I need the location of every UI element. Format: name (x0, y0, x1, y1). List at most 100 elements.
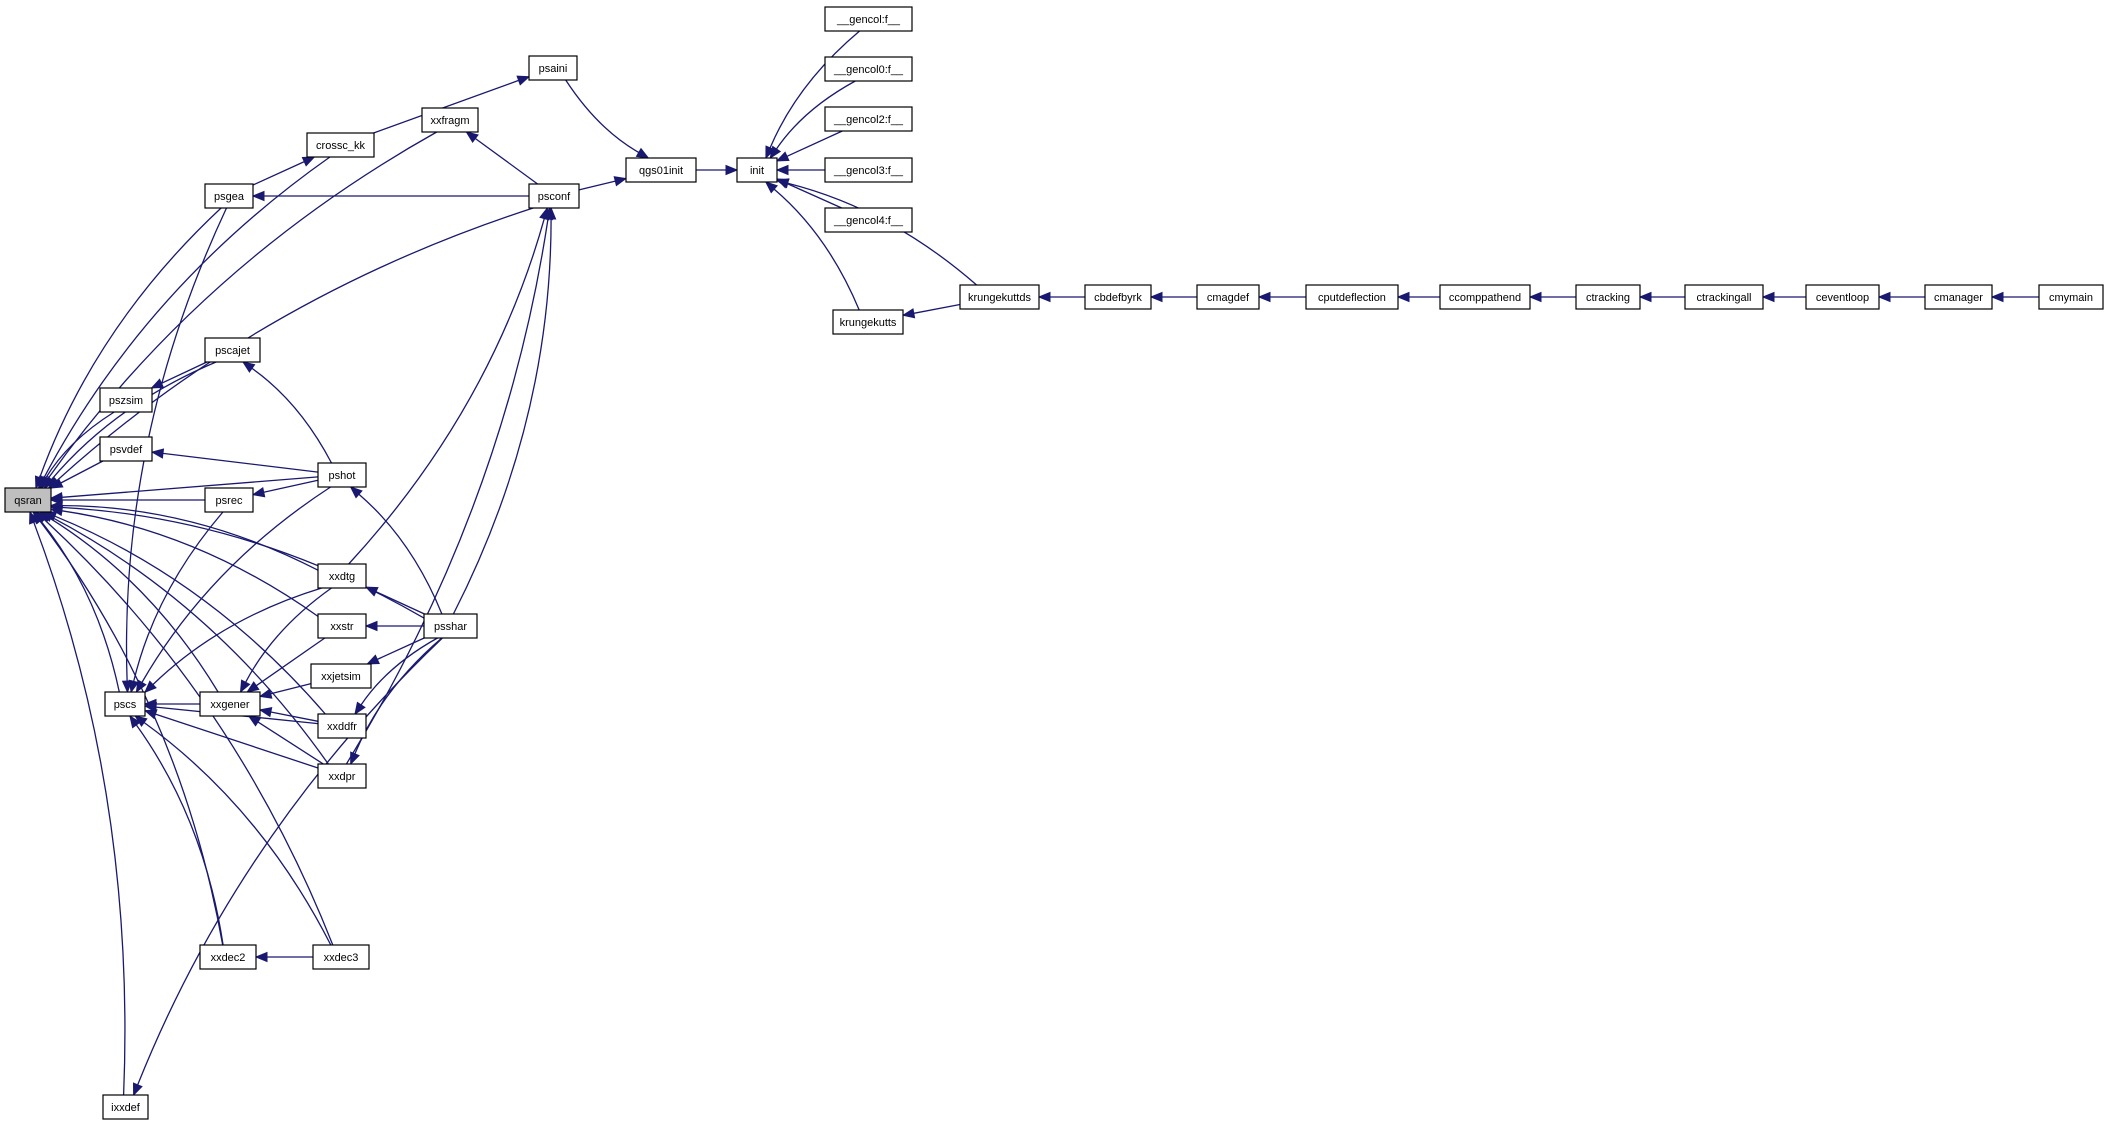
edge-gencol2-to-init (775, 130, 843, 162)
node-cmanager[interactable]: cmanager (1924, 284, 1993, 310)
node-box (1305, 284, 1399, 310)
node-psaini[interactable]: psaini (528, 55, 578, 81)
node-xxgener[interactable]: xxgener (199, 691, 261, 717)
node-xxdtg[interactable]: xxdtg (317, 563, 367, 589)
node-pshot[interactable]: pshot (317, 462, 367, 488)
edge-line (161, 361, 208, 384)
node-xxdec3[interactable]: xxdec3 (312, 944, 370, 970)
edge-line (60, 460, 104, 484)
edge-ixxdef-to-qsran (29, 510, 126, 1096)
arrowhead (258, 688, 273, 699)
node-psrec[interactable]: psrec (204, 487, 254, 513)
node-ctrackingall[interactable]: ctrackingall (1684, 284, 1764, 310)
edge-pshot-to-qsran (49, 476, 319, 503)
node-psvdef[interactable]: psvdef (99, 436, 153, 462)
edge-psshar-to-xxjetsim (366, 637, 425, 665)
edge-krungekuttds-to-krungekutts (901, 303, 961, 319)
node-box (317, 613, 367, 639)
node-psgea[interactable]: psgea (204, 183, 254, 209)
node-psconf[interactable]: psconf (528, 183, 580, 209)
edge-crossc_kk-to-psaini (373, 75, 531, 134)
edge-line (43, 156, 331, 479)
node-gencol[interactable]: __gencol:f__ (824, 6, 913, 32)
node-xxfragm[interactable]: xxfragm (421, 107, 479, 133)
node-box (824, 56, 913, 82)
edge-line (51, 361, 217, 481)
node-cmagdef[interactable]: cmagdef (1196, 284, 1260, 310)
node-ccomppathend[interactable]: ccomppathend (1439, 284, 1531, 310)
node-box (317, 462, 367, 488)
node-crossc_kk[interactable]: crossc_kk (306, 132, 375, 158)
node-gencol4[interactable]: __gencol4:f__ (824, 207, 913, 233)
node-label: pscs (114, 699, 137, 711)
edge-xxdec3-to-pscs (134, 715, 332, 946)
edge-pshot-to-psrec (251, 479, 319, 498)
edge-xxjetsim-to-xxgener (258, 682, 312, 699)
node-xxjetsim[interactable]: xxjetsim (310, 663, 372, 689)
node-xxdpr[interactable]: xxdpr (317, 763, 367, 789)
arrowhead (129, 714, 141, 729)
arrowhead (901, 308, 916, 319)
edge-xxstr-to-xxgener (246, 637, 326, 693)
node-xxstr[interactable]: xxstr (317, 613, 367, 639)
node-box (1439, 284, 1531, 310)
arrowhead (135, 679, 147, 694)
node-ixxdef[interactable]: ixxdef (102, 1094, 149, 1120)
node-layer: qsran pszsim psvdef pscs ixxdef psgea pscajet p… (4, 6, 2104, 1120)
node-gencol2[interactable]: __gencol2:f__ (824, 106, 913, 132)
arrowhead (150, 448, 165, 459)
edge-psconf-to-psgea (251, 190, 529, 202)
node-gencol0[interactable]: __gencol0:f__ (824, 56, 913, 82)
arrowhead (366, 654, 380, 665)
node-label: xxjetsim (321, 671, 361, 683)
edge-psshar-to-xxstr (364, 620, 424, 632)
arrowhead (143, 702, 157, 713)
node-cmymain[interactable]: cmymain (2038, 284, 2104, 310)
edge-psconf-to-qgs01init (578, 176, 628, 191)
node-box (528, 55, 578, 81)
edge-line (141, 486, 331, 683)
node-gencol3[interactable]: __gencol3:f__ (824, 157, 913, 183)
node-label: ceventloop (1816, 292, 1869, 304)
node-qgs01init[interactable]: qgs01init (625, 157, 697, 183)
node-label: xxdpr (329, 771, 356, 783)
edge-line (474, 137, 538, 185)
edge-pshot-to-pscs (135, 486, 331, 694)
node-pszsim[interactable]: pszsim (99, 387, 153, 413)
node-box (2038, 284, 2104, 310)
edge-gencol0-to-init (769, 80, 856, 160)
node-init[interactable]: init (736, 157, 778, 183)
node-box (423, 613, 478, 639)
edge-line (162, 452, 319, 473)
node-pscs[interactable]: pscs (104, 691, 146, 717)
node-ceventloop[interactable]: ceventloop (1805, 284, 1880, 310)
arrowhead (134, 715, 148, 727)
arrowhead (1149, 291, 1163, 303)
arrowhead (542, 206, 554, 221)
edge-qgs01init-to-init (696, 164, 739, 176)
node-pscajet[interactable]: pscajet (204, 337, 261, 363)
node-cputdeflection[interactable]: cputdeflection (1305, 284, 1399, 310)
node-box (736, 157, 778, 183)
edge-cmagdef-to-cbdefbyrk (1149, 291, 1197, 303)
edge-psconf-to-xxfragm (465, 131, 538, 185)
node-box (832, 309, 904, 335)
node-label: ctrackingall (1696, 292, 1751, 304)
node-xxddfr[interactable]: xxddfr (317, 713, 367, 739)
node-cbdefbyrk[interactable]: cbdefbyrk (1084, 284, 1152, 310)
node-krungekutts[interactable]: krungekutts (832, 309, 904, 335)
arrowhead (1638, 291, 1652, 303)
edge-pshot-to-psvdef (150, 448, 319, 473)
edge-line (133, 511, 224, 682)
node-label: xxgener (210, 699, 249, 711)
arrowhead (1877, 291, 1891, 303)
edge-psshar-to-xxdtg (364, 586, 425, 615)
node-psshar[interactable]: psshar (423, 613, 478, 639)
node-qsran[interactable]: qsran (4, 487, 52, 513)
edge-psshar-to-pshot (349, 486, 443, 615)
node-krungekuttds[interactable]: krungekuttds (959, 284, 1040, 310)
edge-line (56, 207, 534, 482)
node-xxdec2[interactable]: xxdec2 (199, 944, 257, 970)
node-ctracking[interactable]: ctracking (1575, 284, 1641, 310)
edge-xxdtg-to-psconf (348, 206, 550, 565)
